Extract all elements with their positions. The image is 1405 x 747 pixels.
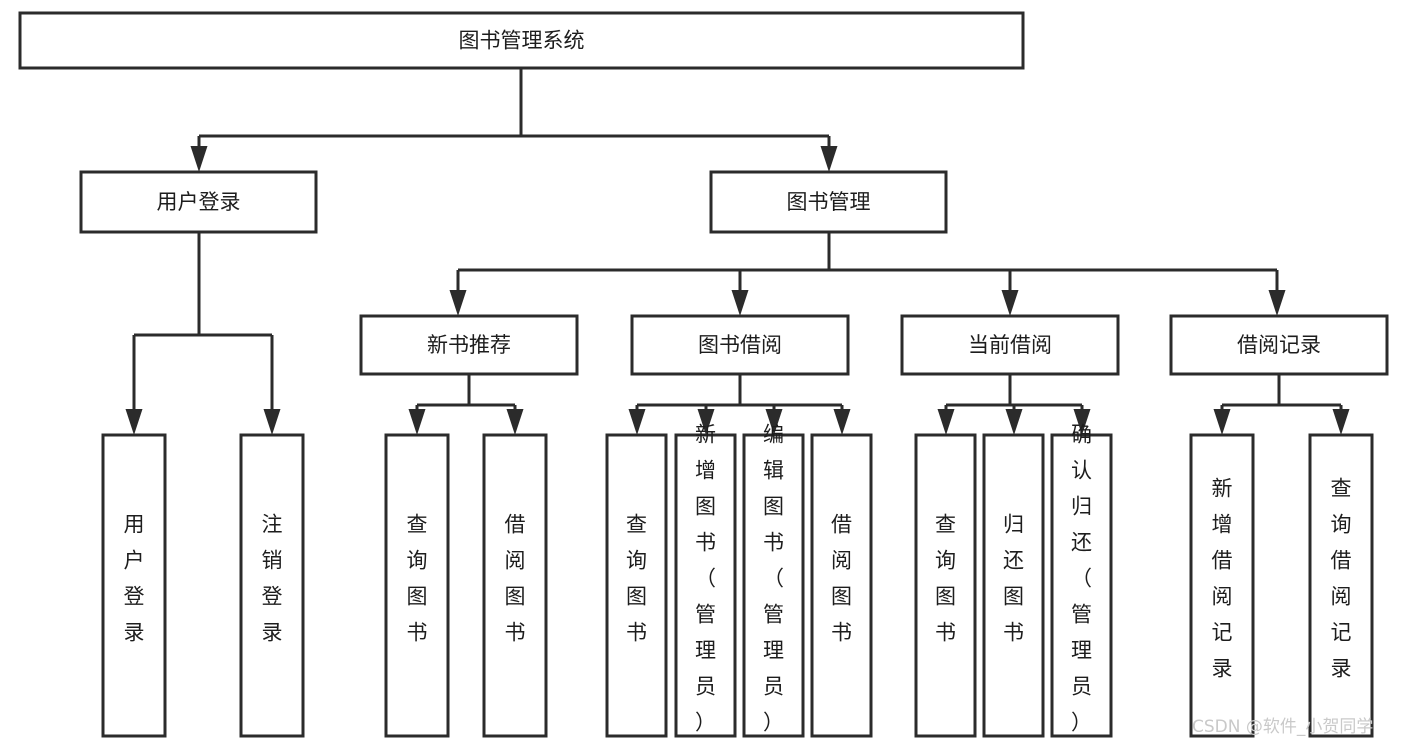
- node-box-new-book-rec: [359, 314, 579, 376]
- connector-borrowrecord-to-leaves: [1213, 374, 1350, 435]
- node-label-leaf-user-login: 用户登录: [124, 513, 145, 645]
- node-box-leaf-add-book: [674, 433, 737, 738]
- node-book-borrow[interactable]: 图书借阅: [630, 314, 850, 376]
- node-leaf-query-book-current[interactable]: 查询图书: [914, 433, 977, 738]
- node-leaf-return-book[interactable]: 归还图书: [982, 433, 1045, 738]
- node-label-leaf-query-book-rec: 查询图书: [407, 513, 428, 645]
- node-label-leaf-query-book-current: 查询图书: [935, 513, 956, 645]
- node-box-leaf-borrow-book: [810, 433, 873, 738]
- node-label-new-book-rec: 新书推荐: [427, 333, 511, 357]
- node-box-leaf-user-logout: [239, 433, 305, 738]
- node-current-borrow[interactable]: 当前借阅: [900, 314, 1120, 376]
- node-label-leaf-add-record: 新增借阅记录: [1212, 477, 1233, 681]
- connector-newbookrec-to-leaves: [408, 374, 524, 435]
- node-layer: 图书管理系统用户登录图书管理新书推荐图书借阅当前借阅借阅记录用户登录注销登录查询…: [18, 11, 1389, 738]
- node-label-leaf-user-logout: 注销登录: [262, 513, 283, 645]
- node-label-user-login: 用户登录: [157, 190, 241, 214]
- node-leaf-user-logout[interactable]: 注销登录: [239, 433, 305, 738]
- connector-layer: [125, 68, 1350, 435]
- node-label-leaf-query-record: 查询借阅记录: [1331, 477, 1352, 681]
- node-label-leaf-return-book: 归还图书: [1003, 513, 1024, 645]
- node-label-leaf-edit-book: 编辑图书（管理员）: [763, 423, 784, 735]
- node-box-current-borrow: [900, 314, 1120, 376]
- node-leaf-query-record[interactable]: 查询借阅记录: [1308, 433, 1374, 738]
- node-box-user-login: [79, 170, 318, 234]
- node-leaf-user-login[interactable]: 用户登录: [101, 433, 167, 738]
- node-box-book-manage: [709, 170, 948, 234]
- csdn-watermark: CSDN @软件_小贺同学: [1192, 717, 1373, 737]
- node-label-leaf-confirm-return: 确认归还（管理员）: [1071, 423, 1092, 735]
- connector-currentborrow-to-leaves: [937, 374, 1091, 435]
- connector-root-to-level2: [190, 68, 838, 172]
- node-box-leaf-borrow-book-rec: [482, 433, 548, 738]
- node-label-book-borrow: 图书借阅: [698, 333, 782, 357]
- node-leaf-add-book[interactable]: 新增图书（管理员）: [674, 423, 737, 738]
- node-box-leaf-confirm-return: [1050, 433, 1113, 738]
- node-box-leaf-add-record: [1189, 433, 1255, 738]
- node-leaf-add-record[interactable]: 新增借阅记录: [1189, 433, 1255, 738]
- node-box-leaf-edit-book: [742, 433, 805, 738]
- node-label-current-borrow: 当前借阅: [968, 333, 1052, 357]
- node-label-leaf-query-book-borrow: 查询图书: [626, 513, 647, 645]
- node-label-leaf-borrow-book: 借阅图书: [831, 513, 852, 645]
- node-box-leaf-query-book-rec: [384, 433, 450, 738]
- node-box-leaf-query-book-borrow: [605, 433, 668, 738]
- node-user-login[interactable]: 用户登录: [79, 170, 318, 234]
- node-leaf-confirm-return[interactable]: 确认归还（管理员）: [1050, 423, 1113, 738]
- node-leaf-query-book-rec[interactable]: 查询图书: [384, 433, 450, 738]
- node-leaf-edit-book[interactable]: 编辑图书（管理员）: [742, 423, 805, 738]
- connector-bookborrow-to-leaves: [628, 374, 851, 435]
- node-leaf-borrow-book[interactable]: 借阅图书: [810, 433, 873, 738]
- node-leaf-query-book-borrow[interactable]: 查询图书: [605, 433, 668, 738]
- node-box-book-borrow: [630, 314, 850, 376]
- node-label-leaf-add-book: 新增图书（管理员）: [695, 423, 716, 735]
- node-leaf-borrow-book-rec[interactable]: 借阅图书: [482, 433, 548, 738]
- node-book-manage[interactable]: 图书管理: [709, 170, 948, 234]
- node-label-borrow-record: 借阅记录: [1237, 333, 1321, 357]
- connector-userlogin-to-leaves: [125, 232, 281, 435]
- node-borrow-record[interactable]: 借阅记录: [1169, 314, 1389, 376]
- node-root[interactable]: 图书管理系统: [18, 11, 1025, 70]
- node-box-root: [18, 11, 1025, 70]
- node-box-leaf-query-book-current: [914, 433, 977, 738]
- node-label-leaf-borrow-book-rec: 借阅图书: [505, 513, 526, 645]
- connector-bookmanage-to-level3: [449, 232, 1286, 316]
- node-box-borrow-record: [1169, 314, 1389, 376]
- node-box-leaf-query-record: [1308, 433, 1374, 738]
- node-box-leaf-user-login: [101, 433, 167, 738]
- node-label-root: 图书管理系统: [459, 29, 585, 53]
- node-label-book-manage: 图书管理: [787, 190, 871, 214]
- node-box-leaf-return-book: [982, 433, 1045, 738]
- node-new-book-rec[interactable]: 新书推荐: [359, 314, 579, 376]
